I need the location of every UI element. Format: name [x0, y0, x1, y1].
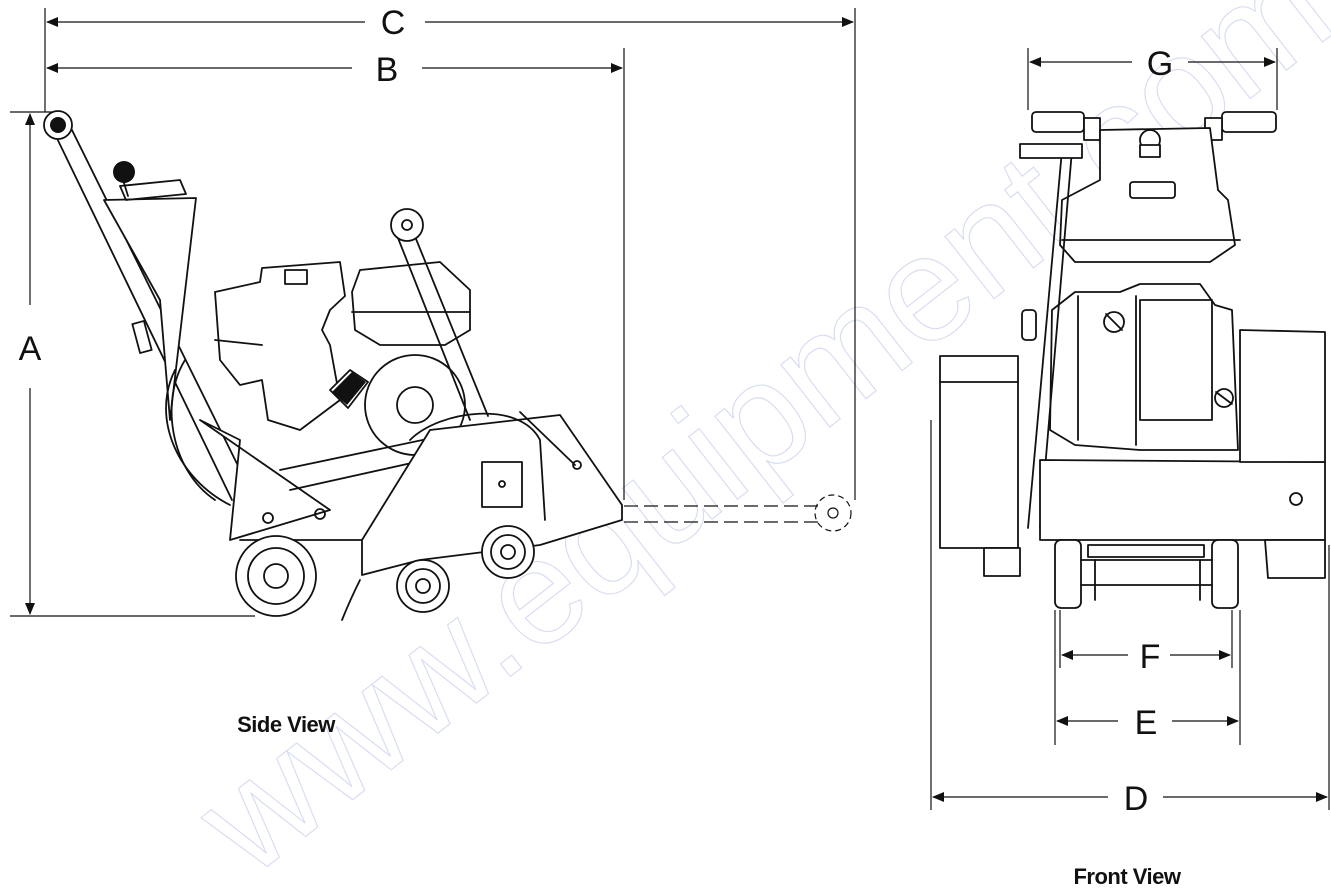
dimension-g-label: G	[1147, 45, 1173, 83]
dimension-b: B	[46, 51, 623, 89]
front-view-caption: Front View	[1073, 864, 1181, 889]
side-view-machine	[43, 110, 852, 621]
dimension-c: C	[46, 4, 854, 42]
front-view-machine	[939, 111, 1326, 609]
dimension-c-label: C	[381, 4, 406, 42]
dimension-e: E	[1056, 704, 1239, 742]
dimension-e-label: E	[1135, 704, 1158, 742]
dimension-d: D	[932, 780, 1328, 818]
side-view-caption: Side View	[237, 712, 336, 737]
dimension-g: G	[1029, 45, 1276, 83]
side-view: C B A	[10, 4, 856, 737]
dimension-f: F	[1061, 638, 1231, 676]
dimension-d-label: D	[1124, 780, 1149, 818]
dimension-b-label: B	[376, 51, 399, 89]
dimension-a: A	[19, 113, 42, 615]
dimension-f-label: F	[1140, 638, 1161, 676]
dimension-a-label: A	[19, 330, 42, 368]
front-view: G F E D	[930, 45, 1330, 889]
